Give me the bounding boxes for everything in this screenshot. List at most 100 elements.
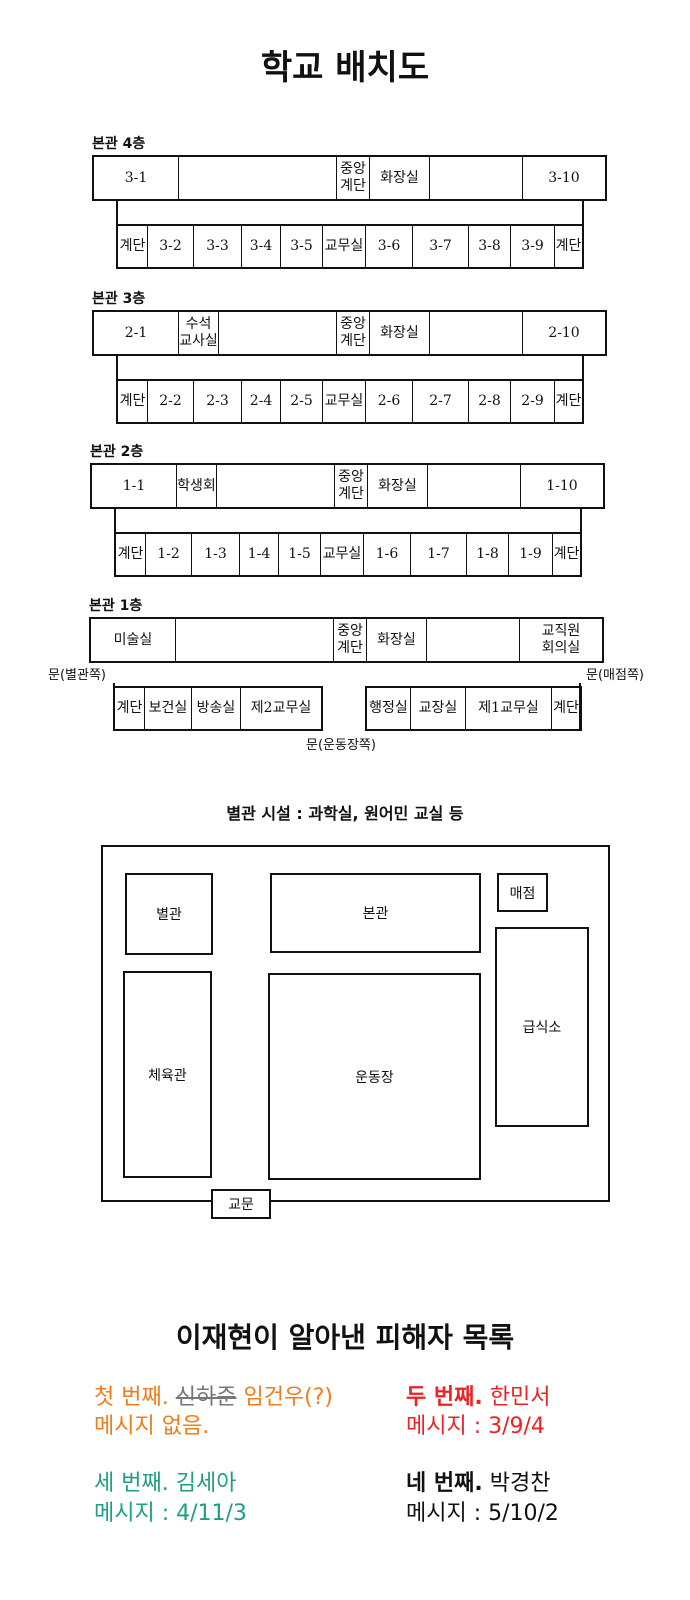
floor-1-room: 행정실 [367,688,411,729]
floor-3-room: 2-10 [548,324,580,341]
floor-1-room: 방송실 [192,688,241,729]
floor-3-room: 교무실 [323,381,366,422]
victim-4-message: 메시지 : 5/10/2 [406,1501,559,1526]
victim-2-message: 메시지 : 3/9/4 [406,1414,545,1439]
victim-2-header: 두 번째. 한민서 [406,1384,550,1412]
main-building: 본관 [270,873,481,953]
floor-2-room: 중앙 계단 [335,465,368,507]
floor-2-room: 1-9 [509,534,553,575]
floor-2-room [217,465,335,507]
floor-2-room: 1-3 [192,534,240,575]
floor-4-room: 계단 [555,238,582,254]
victim-4-header: 네 번째. 박경찬 [406,1470,550,1498]
floor-4-room: 3-4 [242,226,281,267]
floor-1-room: 화장실 [367,619,427,661]
floor-1-label: 본관 1층 [89,598,143,614]
floor-4-room: 3-6 [366,226,413,267]
victim-3-header: 세 번째. 김세아 [94,1470,236,1498]
floor-4-room [179,157,337,199]
floor-3-label: 본관 3층 [92,291,146,307]
floor-3-room [430,312,523,354]
floor-3-room: 화장실 [370,312,430,354]
floor-2-room: 계단 [116,534,146,575]
door-playground-side: 문(운동장쪽) [306,738,376,753]
floor-1-room [427,619,520,661]
victim-3-message: 메시지 : 4/11/3 [94,1501,247,1526]
annex-building: 별관 [125,873,213,955]
floor-1-room: 제1교무실 [466,688,552,729]
floor-3-room: 수석 교사실 [179,312,219,354]
school-store: 매점 [497,873,548,912]
floor-3-room [219,312,337,354]
floor-1-room [176,619,334,661]
victim-4-name: 박경찬 [489,1471,551,1496]
floor-1-room: 교장실 [411,688,466,729]
door-annex-side: 문(별관쪽) [48,668,106,683]
victim-3-name: 김세아 [175,1471,237,1496]
floor-3-room: 계단 [118,381,148,422]
floor-2-room: 1-1 [92,465,177,507]
annex-facilities-note: 별관 시설 : 과학실, 원어민 교실 등 [226,804,464,823]
floor-2-room: 계단 [553,546,580,562]
victim-1-message: 메시지 없음. [94,1414,210,1439]
floor-1-room: 보건실 [145,688,192,729]
victim-1-ordinal: 첫 번째. [94,1385,169,1410]
floor-2-room [428,465,521,507]
victim-2-name: 한민서 [489,1385,551,1410]
floor-4-room: 3-3 [194,226,242,267]
floor-4-room: 3-1 [94,157,179,199]
cafeteria: 급식소 [495,927,589,1127]
floor-2-room: 1-10 [546,477,578,494]
floor-2-room: 1-5 [279,534,321,575]
floor-1-left-door-gap [111,663,116,683]
gymnasium: 체육관 [123,971,212,1178]
floor-3-room: 2-7 [413,381,469,422]
floor-1-room: 계단 [115,688,145,729]
floor-3-room: 2-4 [242,381,281,422]
playground: 운동장 [268,973,481,1180]
floor-2-room: 1-6 [364,534,411,575]
victim-1-struck-name: 신하준 [175,1385,237,1410]
floor-1-right-door-gap [578,663,583,683]
floor-2-room: 화장실 [368,465,428,507]
floor-4-room: 3-10 [548,169,580,186]
victim-1-name: 임건우(?) [243,1385,334,1410]
floor-4-room: 중앙 계단 [337,157,370,199]
floor-1-room: 교직원 회의실 [541,623,581,656]
floor-4-room: 교무실 [323,226,366,267]
floor-1-room: 미술실 [91,619,176,661]
floor-4-room: 화장실 [370,157,430,199]
victim-4-ordinal: 네 번째. [406,1471,483,1496]
floor-3-room: 2-8 [469,381,511,422]
floor-4-room: 3-2 [148,226,194,267]
floor-2-room: 학생회 [177,465,217,507]
floor-2-label: 본관 2층 [90,444,144,460]
school-gate: 교문 [211,1189,271,1219]
floor-3-room: 2-3 [194,381,242,422]
floor-1-door-gap [323,729,365,733]
page-title: 학교 배치도 [260,48,430,88]
floor-2-room: 1-7 [411,534,467,575]
victim-2-ordinal: 두 번째. [406,1385,483,1410]
floor-4-room: 3-7 [413,226,469,267]
floor-1-room: 제2교무실 [250,700,312,716]
floor-2-room: 1-4 [240,534,279,575]
victim-1-header: 첫 번째. 신하준 임건우(?) [94,1384,333,1412]
floor-3-room: 2-9 [511,381,555,422]
floor-4-label: 본관 4층 [92,136,146,152]
floor-4-room: 3-9 [511,226,555,267]
floor-4-room: 3-5 [281,226,323,267]
floor-3-room: 중앙 계단 [337,312,370,354]
campus-boundary [101,845,610,1202]
victims-title: 이재현이 알아낸 피해자 목록 [175,1321,515,1354]
floor-3-room: 2-5 [281,381,323,422]
door-store-side: 문(매점쪽) [586,668,644,683]
